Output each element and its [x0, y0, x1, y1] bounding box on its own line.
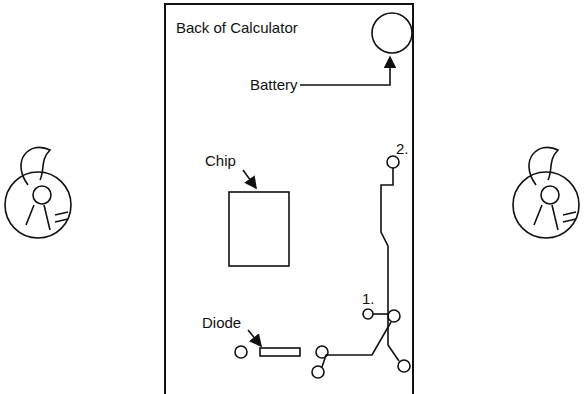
trace [381, 168, 399, 361]
part-label: Battery [250, 76, 298, 94]
pad [363, 309, 373, 319]
mascot [5, 147, 71, 238]
leader-line [300, 57, 390, 85]
trace [373, 313, 389, 315]
chip-rect [229, 192, 289, 266]
pad [388, 310, 400, 322]
board-outline: Back of Calculator [164, 3, 414, 394]
pad [387, 156, 399, 168]
diode-rect [260, 348, 300, 356]
trace [322, 322, 391, 367]
board-title: Back of Calculator [176, 19, 298, 37]
pad [398, 360, 410, 372]
part-label: Chip [205, 152, 236, 170]
callout-number: 2. [396, 140, 409, 158]
battery-circle [372, 13, 412, 53]
leader-line [248, 330, 261, 346]
pad [316, 346, 328, 358]
leader-line [243, 170, 256, 188]
mascot [513, 147, 579, 238]
pad [312, 366, 324, 378]
callout-number: 1. [362, 290, 375, 308]
part-label: Diode [202, 314, 241, 332]
pad [235, 346, 247, 358]
